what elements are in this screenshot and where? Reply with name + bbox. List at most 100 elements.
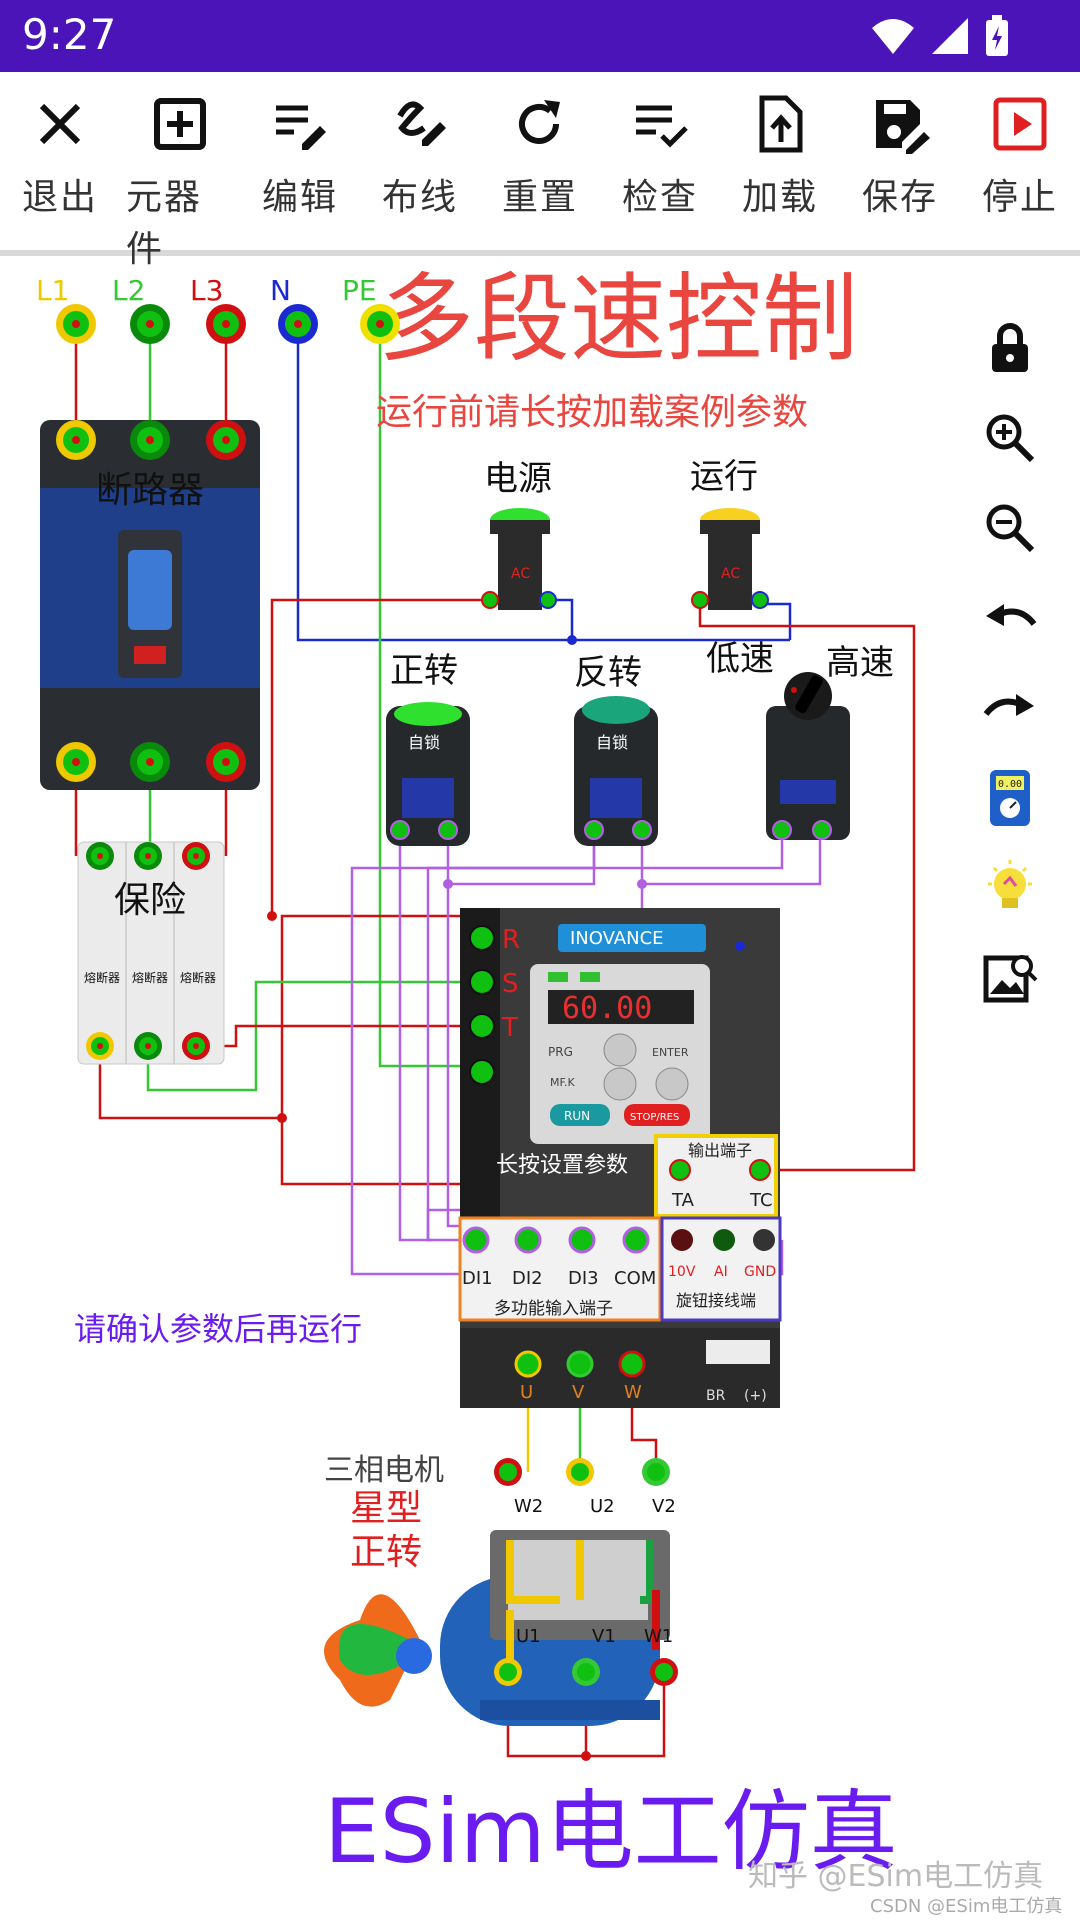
check-button[interactable]: 检查	[606, 72, 714, 220]
speed-selector-switch[interactable]	[766, 672, 850, 840]
knob-10v: 10V	[668, 1264, 696, 1280]
terminal-l3[interactable]	[206, 304, 246, 344]
wiring-button[interactable]: 布线	[366, 72, 474, 220]
fuse-sub-3: 熔断器	[180, 970, 216, 985]
motor-w1: W1	[644, 1626, 673, 1647]
redo-button[interactable]	[980, 678, 1040, 738]
terminal-n[interactable]	[278, 304, 318, 344]
terminal-l2[interactable]	[130, 304, 170, 344]
stop-label: 停止	[981, 177, 1058, 218]
terminal-ta: TA	[671, 1190, 695, 1211]
reset-label: 重置	[501, 177, 578, 218]
image-search-button[interactable]	[980, 948, 1040, 1008]
output-terminal-label: 输出端子	[688, 1141, 752, 1160]
load-label: 加载	[741, 177, 818, 218]
self-lock-text: 自锁	[408, 733, 440, 752]
knob-ai: AI	[714, 1264, 728, 1280]
fuse-sub-1: 熔断器	[84, 970, 120, 985]
lamp-ac-text: AC	[721, 566, 740, 582]
save-button[interactable]: 保存	[846, 72, 954, 220]
zoom-in-button[interactable]	[980, 408, 1040, 468]
components-label: 元器件	[126, 177, 203, 270]
zoom-out-button[interactable]	[980, 498, 1040, 558]
svg-text:0.00: 0.00	[998, 779, 1022, 790]
circuit-breaker[interactable]: 断路器	[40, 420, 260, 790]
terminal-label-n: N	[270, 274, 291, 307]
lamp-power-label: 电源	[484, 459, 552, 499]
vfd-key-mfk[interactable]: MF.K	[550, 1076, 576, 1089]
stop-play-icon	[993, 97, 1047, 151]
stop-button[interactable]: 停止	[966, 72, 1074, 220]
fuse-label: 保险	[114, 880, 186, 921]
motor-star: 星型	[350, 1488, 422, 1529]
side-toolbar: 0.00	[980, 318, 1050, 1038]
three-phase-motor[interactable]: W2 U2 V2 U1 V1 W1	[324, 1458, 678, 1726]
diagram-canvas[interactable]: 多段速控制 运行前请长按加载案例参数 L1 L2 L3 N PE 断路器	[0, 256, 1080, 1920]
save-edit-icon	[876, 100, 930, 154]
load-hint: 运行前请长按加载案例参数	[376, 392, 808, 433]
reset-button[interactable]: 重置	[486, 72, 594, 220]
vfd-key-prg[interactable]: PRG	[548, 1045, 573, 1059]
motor-u1: U1	[516, 1626, 541, 1647]
hint-bulb-button[interactable]	[980, 858, 1040, 918]
multimeter-icon: 0.00	[990, 770, 1030, 826]
reverse-button[interactable]: 自锁	[574, 696, 658, 846]
wifi-icon	[872, 19, 914, 54]
motor-v1: V1	[592, 1626, 616, 1647]
motor-v2: V2	[652, 1496, 676, 1517]
self-lock-text: 自锁	[596, 733, 628, 752]
draw-icon	[397, 101, 446, 146]
status-time: 9:27	[22, 10, 117, 59]
forward-button[interactable]: 自锁	[386, 702, 470, 846]
battery-charging-icon	[986, 15, 1008, 56]
undo-icon	[986, 604, 1037, 626]
lamp-ac-text: AC	[511, 566, 530, 582]
terminal-w: W	[624, 1382, 642, 1403]
lock-button[interactable]	[980, 318, 1040, 378]
knob-gnd: GND	[744, 1264, 776, 1280]
refresh-icon	[519, 100, 560, 144]
terminal-plus: (+)	[744, 1388, 767, 1404]
vfd-key-stop[interactable]: STOP/RES	[630, 1112, 679, 1123]
zoom-out-icon	[986, 504, 1035, 553]
multimeter-button[interactable]: 0.00	[980, 768, 1040, 828]
terminal-label-pe: PE	[342, 274, 377, 307]
zoom-in-icon	[986, 414, 1035, 463]
exit-button[interactable]: 退出	[6, 72, 114, 220]
reverse-label: 反转	[574, 653, 642, 693]
di3-label: DI3	[568, 1268, 599, 1289]
lamp-run-label: 运行	[690, 457, 758, 497]
toolbar: 退出 元器件 编辑 布线 重置 检查 加载 保存 停止	[0, 72, 1080, 270]
edit-button[interactable]: 编辑	[246, 72, 354, 220]
load-button[interactable]: 加载	[726, 72, 834, 220]
run-lamp[interactable]: AC	[691, 508, 769, 610]
watermark-csdn: CSDN @ESim电工仿真	[870, 1896, 1062, 1917]
junction-dots	[267, 911, 591, 1761]
add-box-icon	[154, 98, 206, 150]
motor-w2: W2	[514, 1496, 543, 1517]
supply-terminals: L1 L2 L3 N PE	[36, 274, 400, 344]
status-bar: 9:27	[0, 0, 1080, 72]
vfd-key-run[interactable]: RUN	[564, 1109, 590, 1123]
edit-list-icon	[276, 105, 326, 150]
circuit-diagram: 多段速控制 运行前请长按加载案例参数 L1 L2 L3 N PE 断路器	[36, 263, 1062, 1917]
save-label: 保存	[861, 177, 938, 218]
motor-forward: 正转	[350, 1532, 422, 1573]
terminal-l1[interactable]	[56, 304, 96, 344]
signal-icon	[932, 18, 968, 54]
knob-terminal-label: 旋钮接线端	[676, 1291, 756, 1310]
motor-title: 三相电机	[324, 1453, 444, 1488]
undo-button[interactable]	[980, 588, 1040, 648]
terminal-pe[interactable]	[360, 304, 400, 344]
watermark-zhihu: 知乎 @ESim电工仿真	[748, 1859, 1043, 1894]
vfd-key-enter[interactable]: ENTER	[652, 1046, 689, 1059]
power-lamp[interactable]: AC	[481, 508, 557, 610]
components-button[interactable]: 元器件	[126, 72, 234, 272]
terminal-br: BR	[706, 1388, 726, 1404]
image-search-icon	[983, 955, 1038, 1003]
checklist-icon	[636, 105, 688, 148]
fuse-block[interactable]: 保险 熔断器 熔断器 熔断器	[77, 841, 225, 1065]
vfd-inverter[interactable]: R S T INOVANCE 60.00 PRG ENTER MF.K RUN …	[458, 908, 782, 1408]
multi-input-label: 多功能输入端子	[494, 1299, 613, 1319]
junction-dot-purple	[443, 879, 453, 889]
